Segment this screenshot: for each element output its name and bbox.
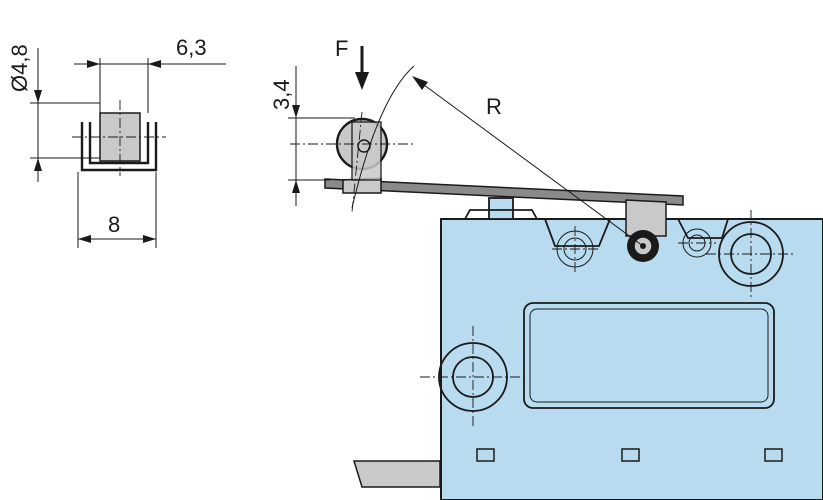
height-label: 3,4: [269, 79, 294, 110]
label-recess: [523, 302, 775, 409]
radius-label: R: [486, 94, 502, 119]
switch-body: [352, 210, 823, 500]
width-bottom-label: 8: [108, 212, 120, 237]
terminal-tab: [352, 460, 441, 488]
force-indicator: F: [335, 36, 369, 90]
terminal-slot-1: [476, 448, 495, 462]
diameter-label: Ø4,8: [7, 44, 32, 92]
force-label: F: [335, 36, 348, 61]
switch-housing: [440, 218, 823, 500]
roller-section-detail: Ø4,8 6,3 8: [7, 35, 226, 248]
lever-assembly: R: [290, 65, 684, 262]
roller-bracket-section: [80, 122, 158, 172]
plunger: [488, 197, 514, 220]
height-dimension: 3,4: [269, 66, 355, 206]
force-arrow: [355, 72, 369, 90]
lever-arm: [324, 178, 684, 206]
width-top-label: 6,3: [176, 35, 207, 60]
terminal-slot-3: [764, 448, 783, 462]
terminal-slot-2: [621, 448, 640, 462]
